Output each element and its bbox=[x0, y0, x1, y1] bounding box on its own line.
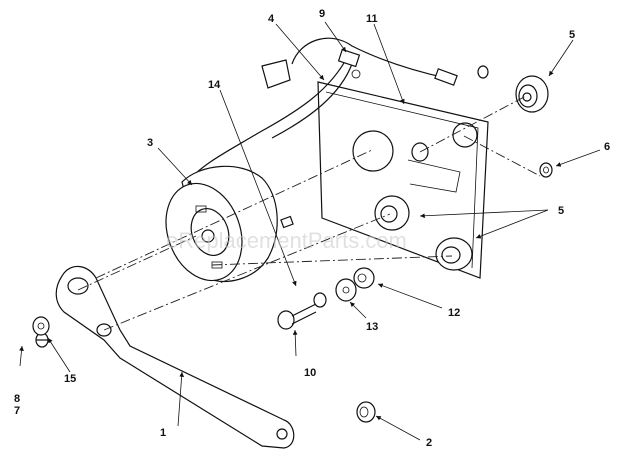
spacer-2 bbox=[356, 401, 376, 423]
callout-12: 12 bbox=[448, 307, 460, 319]
watermark: eReplacementParts.com bbox=[166, 228, 407, 253]
callout-9: 9 bbox=[319, 8, 325, 20]
screw-10 bbox=[277, 303, 317, 330]
callout-15: 15 bbox=[64, 373, 76, 385]
washer-10b bbox=[313, 292, 327, 308]
callout-5-top: 5 bbox=[569, 29, 575, 41]
assembly-centerlines bbox=[77, 95, 541, 331]
spacer-12 bbox=[353, 267, 375, 289]
leader-lines bbox=[19, 21, 601, 441]
callout-5-lower: 5 bbox=[558, 205, 564, 217]
pulley-lower bbox=[435, 237, 473, 271]
pulley-middle bbox=[374, 195, 410, 231]
callout-6: 6 bbox=[604, 141, 610, 153]
wire-harness bbox=[187, 37, 447, 183]
callout-1: 1 bbox=[160, 427, 166, 439]
switch bbox=[337, 48, 361, 79]
washer-13 bbox=[335, 278, 357, 302]
pulley-top bbox=[515, 75, 549, 113]
callout-2: 2 bbox=[426, 437, 432, 449]
callout-labels: 1 2 3 4 5 5 6 7 8 9 10 11 12 13 14 15 bbox=[14, 8, 610, 449]
nut-14 bbox=[280, 215, 294, 229]
callout-3: 3 bbox=[147, 137, 153, 149]
callout-7: 7 bbox=[14, 405, 20, 417]
connector bbox=[434, 65, 489, 86]
callout-11: 11 bbox=[366, 13, 378, 25]
washer-15 bbox=[32, 316, 50, 336]
callout-14: 14 bbox=[208, 79, 221, 91]
callout-4: 4 bbox=[268, 13, 275, 25]
nut-6 bbox=[539, 162, 553, 178]
callout-8: 8 bbox=[14, 393, 20, 405]
callout-10: 10 bbox=[304, 367, 316, 379]
callout-13: 13 bbox=[366, 321, 378, 333]
mounting-arm bbox=[55, 265, 295, 449]
